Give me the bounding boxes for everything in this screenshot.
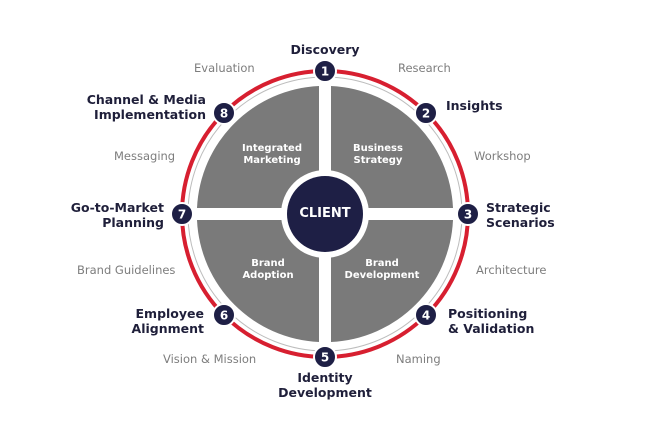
step-title-go-to-market-planning: Go-to-Market Planning [70,200,164,230]
between-label-architecture: Architecture [476,263,547,277]
between-label-vision-mission: Vision & Mission [163,352,257,366]
between-label-naming: Naming [396,352,441,366]
step-node-8: 8 [212,101,236,125]
between-label-messaging: Messaging [114,149,176,163]
step-number-4: 4 [422,309,430,323]
step-node-1: 1 [313,59,337,83]
step-title-positioning-validation: Positioning & Validation [448,306,535,336]
segment-label-brand-development: Brand Development [344,258,420,281]
segment-label-business-strategy: Business Strategy [353,143,403,166]
step-number-1: 1 [321,65,329,79]
between-label-brand-guidelines: Brand Guidelines [77,263,176,277]
step-title-channel-media-implementation: Channel & Media Implementation [86,92,206,122]
segment-label-brand-adoption: Brand Adoption [242,258,294,281]
step-number-6: 6 [220,309,228,323]
step-number-3: 3 [464,208,472,222]
segment-integrated-marketing [197,86,319,208]
step-node-7: 7 [170,202,194,226]
step-node-2: 2 [414,101,438,125]
between-label-research: Research [398,61,451,75]
between-label-evaluation: Evaluation [194,61,255,75]
step-node-3: 3 [456,202,480,226]
step-number-5: 5 [321,351,329,365]
segment-label-integrated-marketing: Integrated Marketing [242,143,302,166]
step-title-employee-alignment: Employee Alignment [131,306,204,336]
step-node-5: 5 [313,345,337,369]
segment-business-strategy [331,86,453,208]
step-number-8: 8 [220,107,228,121]
segment-brand-development [331,220,453,342]
between-label-workshop: Workshop [474,149,531,163]
step-title-discovery: Discovery [290,42,360,57]
center-label: CLIENT [299,206,351,221]
step-title-strategic-scenarios: Strategic Scenarios [486,200,555,230]
step-node-4: 4 [414,303,438,327]
step-node-6: 6 [212,303,236,327]
step-number-2: 2 [422,107,430,121]
step-title-insights: Insights [446,98,503,113]
step-number-7: 7 [178,208,186,222]
center-circle [287,176,363,252]
step-title-identity-development: Identity Development [278,370,372,400]
segment-brand-adoption [197,220,319,342]
